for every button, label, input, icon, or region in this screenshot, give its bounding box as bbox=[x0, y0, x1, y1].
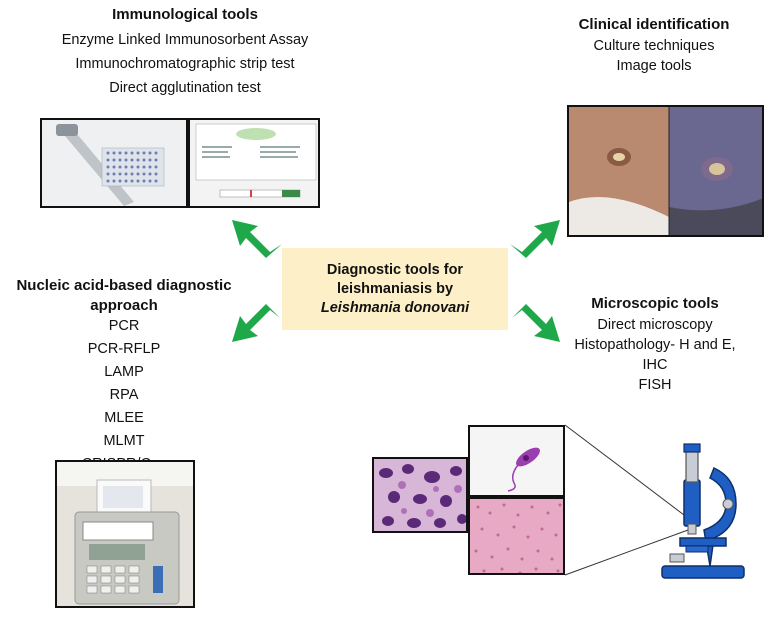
immunological-item-dat: Direct agglutination test bbox=[109, 80, 261, 96]
microscopic-item-direct: Direct microscopy bbox=[597, 317, 713, 333]
center-line-3: Leishmania donovani bbox=[320, 299, 470, 316]
arrow-up-right-icon bbox=[510, 220, 560, 258]
microscopic-item-fish: FISH bbox=[638, 377, 672, 393]
microscopic-title: Microscopic tools bbox=[591, 295, 719, 312]
histopathology-photo bbox=[468, 497, 565, 575]
elisa-plate-photo bbox=[40, 118, 188, 208]
nucleic-title-line2: approach bbox=[90, 297, 158, 314]
arrow-up-left-icon bbox=[232, 220, 282, 258]
arrow-down-right-icon bbox=[512, 304, 560, 342]
pcr-machine-photo bbox=[55, 460, 195, 608]
microscope-icon bbox=[661, 443, 745, 579]
nucleic-title-line1: Nucleic acid-based diagnostic bbox=[16, 277, 232, 294]
nucleic-item-mlmt: MLMT bbox=[103, 433, 145, 449]
nucleic-item-pcr-rflp: PCR-RFLP bbox=[87, 341, 161, 357]
nucleic-item-lamp: LAMP bbox=[104, 364, 144, 380]
arrow-down-left-icon bbox=[232, 304, 280, 342]
clinical-item-image: Image tools bbox=[616, 58, 692, 74]
clinical-title: Clinical identification bbox=[578, 16, 730, 33]
immunological-item-elisa: Enzyme Linked Immunosorbent Assay bbox=[61, 32, 309, 48]
immunological-item-strip: Immunochromatographic strip test bbox=[75, 56, 295, 72]
strip-test-photo bbox=[188, 118, 320, 208]
center-line-1: Diagnostic tools for bbox=[326, 261, 464, 278]
nucleic-item-mlee: MLEE bbox=[104, 410, 144, 426]
immunological-title: Immunological tools bbox=[112, 6, 258, 23]
microscopic-item-ihc: IHC bbox=[642, 357, 668, 373]
promastigote-photo bbox=[468, 425, 565, 497]
microscopic-item-histopathology: Histopathology- H and E, bbox=[574, 337, 736, 353]
center-line-2: leishmaniasis by bbox=[336, 280, 454, 297]
stained-cells-photo bbox=[372, 457, 468, 533]
skin-lesion-photo bbox=[567, 105, 764, 237]
center-box: Diagnostic tools for leishmaniasis by Le… bbox=[282, 248, 508, 330]
nucleic-item-rpa: RPA bbox=[109, 387, 139, 403]
nucleic-item-pcr: PCR bbox=[108, 318, 140, 334]
clinical-item-culture: Culture techniques bbox=[593, 38, 715, 54]
